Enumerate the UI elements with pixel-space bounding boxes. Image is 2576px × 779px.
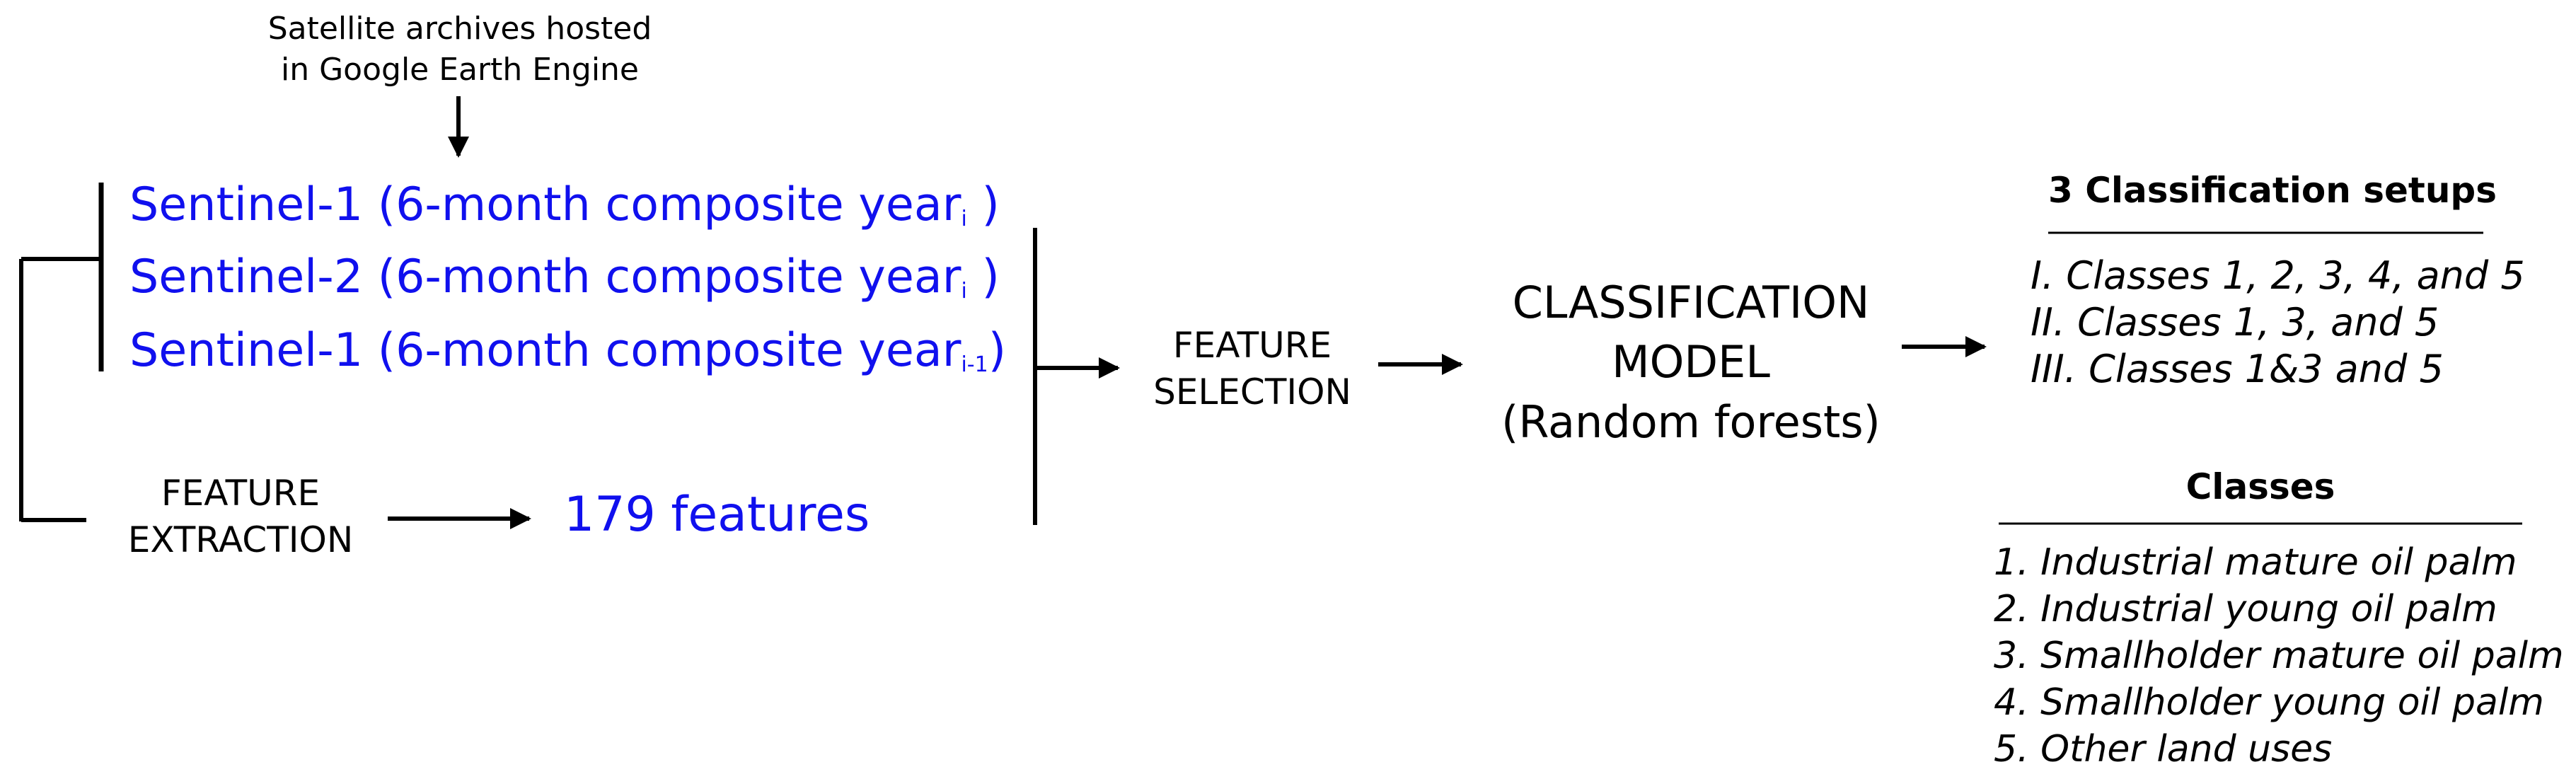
sensor-text: Sentinel-2 (6-month composite year bbox=[129, 250, 961, 304]
sensor-close: ) bbox=[966, 178, 1000, 231]
sensor-text: Sentinel-1 (6-month composite year bbox=[129, 324, 961, 377]
class-item: 1. Industrial mature oil palm bbox=[1994, 541, 2517, 584]
model-title-line2: MODEL bbox=[1612, 336, 1770, 388]
setups-list: I. Classes 1, 2, 3, 4, and 5 II. Classes… bbox=[2031, 253, 2525, 393]
feature-selection-label: FEATURE SELECTION bbox=[1125, 322, 1380, 415]
feature-selection-line1: FEATURE bbox=[1172, 325, 1332, 366]
features-count: 179 features bbox=[564, 487, 870, 543]
sensor-close: ) bbox=[966, 250, 1000, 304]
model-subtitle: (Random forests) bbox=[1501, 396, 1881, 448]
setup-item: III. Classes 1&3 and 5 bbox=[2031, 347, 2444, 391]
source-caption-line1: Satellite archives hosted bbox=[267, 11, 652, 47]
class-item: 4. Smallholder young oil palm bbox=[1994, 681, 2544, 724]
setup-item: I. Classes 1, 2, 3, 4, and 5 bbox=[2031, 253, 2525, 298]
setup-item: II. Classes 1, 3, and 5 bbox=[2031, 300, 2439, 345]
setups-header: 3 Classification setups bbox=[2048, 170, 2497, 211]
sensor-subscript: i-1 bbox=[961, 352, 988, 377]
sensor-sentinel1-current: Sentinel-1 (6-month composite yeari ) bbox=[129, 173, 1000, 251]
feature-selection-line2: SELECTION bbox=[1153, 371, 1351, 412]
source-caption: Satellite archives hosted in Google Eart… bbox=[219, 8, 700, 91]
sensor-sentinel2-current: Sentinel-2 (6-month composite yeari ) bbox=[129, 246, 1000, 323]
feature-extraction-label: FEATURE EXTRACTION bbox=[92, 470, 389, 563]
sensor-close: ) bbox=[988, 324, 1007, 377]
sensor-subscript: i bbox=[961, 279, 967, 304]
model-title-line1: CLASSIFICATION bbox=[1512, 277, 1870, 328]
feature-extraction-line2: EXTRACTION bbox=[127, 519, 354, 560]
model-title: CLASSIFICATION MODEL bbox=[1429, 273, 1953, 392]
classes-header: Classes bbox=[2185, 466, 2335, 507]
source-caption-line2: in Google Earth Engine bbox=[280, 52, 640, 88]
sensor-sentinel1-previous: Sentinel-1 (6-month composite yeari-1) bbox=[129, 319, 1006, 397]
class-item: 3. Smallholder mature oil palm bbox=[1994, 635, 2564, 677]
sensor-subscript: i bbox=[961, 207, 967, 231]
class-item: 5. Other land uses bbox=[1994, 728, 2333, 771]
feature-extraction-line1: FEATURE bbox=[161, 473, 320, 514]
sensor-text: Sentinel-1 (6-month composite year bbox=[129, 178, 961, 231]
classes-list: 1. Industrial mature oil palm 2. Industr… bbox=[1994, 539, 2564, 773]
class-item: 2. Industrial young oil palm bbox=[1994, 588, 2497, 630]
